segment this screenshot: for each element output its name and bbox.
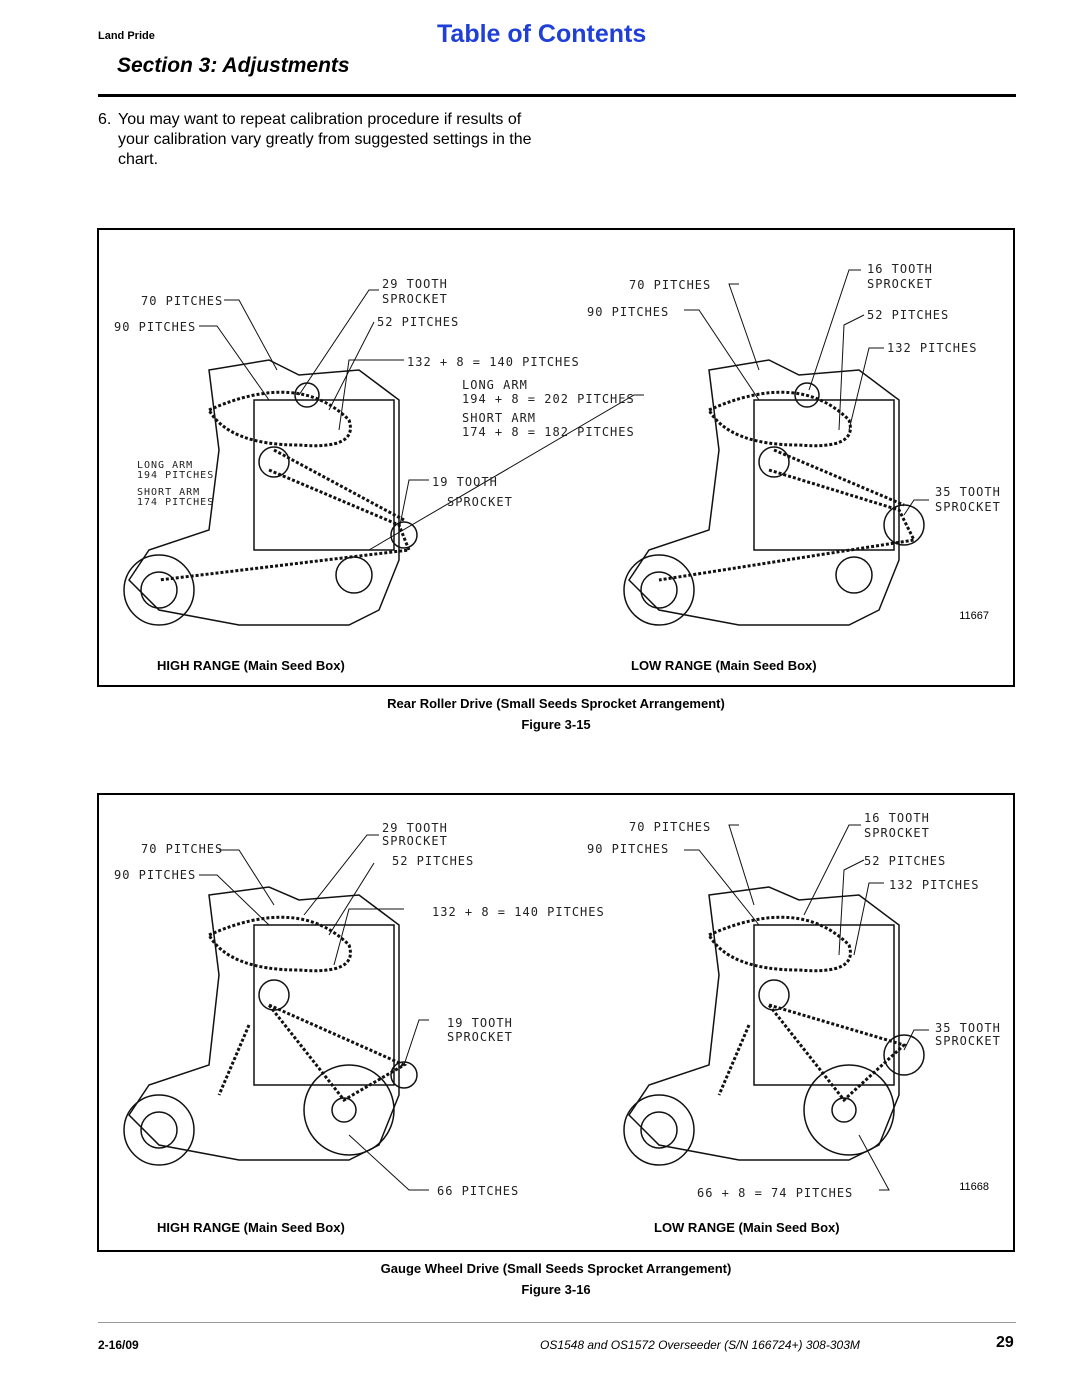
callout-132-pitches: 132 PITCHES <box>887 341 977 355</box>
callout-short-arm-small: SHORT ARM <box>137 487 200 498</box>
callout-29-tooth: 29 TOOTH <box>382 821 448 835</box>
callout-16-tooth: 16 TOOTH <box>864 811 930 825</box>
high-range-label: HIGH RANGE (Main Seed Box) <box>157 1220 345 1235</box>
section-title: Section 3: Adjustments <box>117 54 350 77</box>
callout-leaders <box>199 269 929 551</box>
callout-35-tooth: 35 TOOTH <box>935 1021 1001 1035</box>
low-range-label: LOW RANGE (Main Seed Box) <box>631 658 817 673</box>
manual-title: OS1548 and OS1572 Overseeder (S/N 166724… <box>540 1338 860 1352</box>
part-number: 11668 <box>959 1181 989 1193</box>
callout-140-pitches: 132 + 8 = 140 PITCHES <box>407 355 580 369</box>
low-range-label: LOW RANGE (Main Seed Box) <box>654 1220 840 1235</box>
callout-35-tooth-sprocket: SPROCKET <box>935 1034 1001 1048</box>
callout-202-pitches: 194 + 8 = 202 PITCHES <box>462 392 635 406</box>
callout-182-pitches: 174 + 8 = 182 PITCHES <box>462 425 635 439</box>
revision-date: 2-16/09 <box>98 1338 139 1352</box>
callout-132-pitches: 132 PITCHES <box>889 878 979 892</box>
low-range-machine-drawing <box>623 886 925 1166</box>
brand-name: Land Pride <box>98 30 155 42</box>
callout-16-tooth-sprocket: SPROCKET <box>867 277 933 291</box>
header-rule <box>98 94 1016 97</box>
figure-caption: Rear Roller Drive (Small Seeds Sprocket … <box>387 696 725 711</box>
callout-52-pitches-high: 52 PITCHES <box>377 315 459 329</box>
callout-52-pitches-low: 52 PITCHES <box>864 854 946 868</box>
callout-90-pitches-low: 90 PITCHES <box>587 842 669 856</box>
callout-35-tooth: 35 TOOTH <box>935 485 1001 499</box>
rear-roller-drive-diagram: 70 PITCHES 90 PITCHES 29 TOOTH SPROCKET … <box>114 262 1001 626</box>
high-range-machine-drawing <box>123 886 418 1166</box>
callout-52-pitches-high: 52 PITCHES <box>392 854 474 868</box>
callout-19-tooth-sprocket: SPROCKET <box>447 495 513 509</box>
callout-16-tooth-sprocket: SPROCKET <box>864 826 930 840</box>
callout-short-arm: SHORT ARM <box>462 411 536 425</box>
callout-174-pitches-small: 174 PITCHES <box>137 497 214 508</box>
part-number: 11667 <box>959 610 989 622</box>
low-range-machine-drawing <box>623 359 925 626</box>
callout-90-pitches-low: 90 PITCHES <box>587 305 669 319</box>
table-of-contents-link[interactable]: Table of Contents <box>437 20 647 48</box>
high-range-label: HIGH RANGE (Main Seed Box) <box>157 658 345 673</box>
callout-16-tooth: 16 TOOTH <box>867 262 933 276</box>
figure-3-15: 70 PITCHES 90 PITCHES 29 TOOTH SPROCKET … <box>97 228 1015 687</box>
callout-90-pitches-high: 90 PITCHES <box>114 320 196 334</box>
figure-number: Figure 3-15 <box>521 717 591 732</box>
figure-3-16: 29 TOOTH SPROCKET 70 PITCHES 52 PITCHES … <box>97 793 1015 1252</box>
callout-long-arm: LONG ARM <box>462 378 528 392</box>
callout-19-tooth: 19 TOOTH <box>432 475 498 489</box>
callout-19-tooth: 19 TOOTH <box>447 1016 513 1030</box>
callout-52-pitches-low: 52 PITCHES <box>867 308 949 322</box>
callout-35-tooth-sprocket: SPROCKET <box>935 500 1001 514</box>
callout-leaders <box>199 824 929 1191</box>
gauge-wheel-drive-diagram: 29 TOOTH SPROCKET 70 PITCHES 52 PITCHES … <box>114 811 1001 1200</box>
figure-number: Figure 3-16 <box>521 1282 591 1297</box>
callout-70-pitches-high: 70 PITCHES <box>141 842 223 856</box>
callout-140-pitches: 132 + 8 = 140 PITCHES <box>432 905 605 919</box>
footer-rule <box>98 1322 1016 1323</box>
callout-29-tooth-sprocket: SPROCKET <box>382 834 448 848</box>
callout-66-pitches: 66 PITCHES <box>437 1184 519 1198</box>
step-number: 6. <box>98 111 112 128</box>
callout-70-pitches-high: 70 PITCHES <box>141 294 223 308</box>
callout-29-tooth: 29 TOOTH <box>382 277 448 291</box>
callout-70-pitches-low: 70 PITCHES <box>629 278 711 292</box>
callout-90-pitches-high: 90 PITCHES <box>114 868 196 882</box>
step-text: You may want to repeat calibration proce… <box>118 111 532 168</box>
callout-70-pitches-low: 70 PITCHES <box>629 820 711 834</box>
figure-caption: Gauge Wheel Drive (Small Seeds Sprocket … <box>380 1261 732 1276</box>
callout-19-tooth-sprocket: SPROCKET <box>447 1030 513 1044</box>
callout-194-pitches-small: 194 PITCHES <box>137 470 214 481</box>
callout-29-tooth-sprocket: SPROCKET <box>382 292 448 306</box>
callout-74-pitches: 66 + 8 = 74 PITCHES <box>697 1186 853 1200</box>
callout-long-arm-small: LONG ARM <box>137 460 193 471</box>
page-number: 29 <box>996 1334 1014 1351</box>
